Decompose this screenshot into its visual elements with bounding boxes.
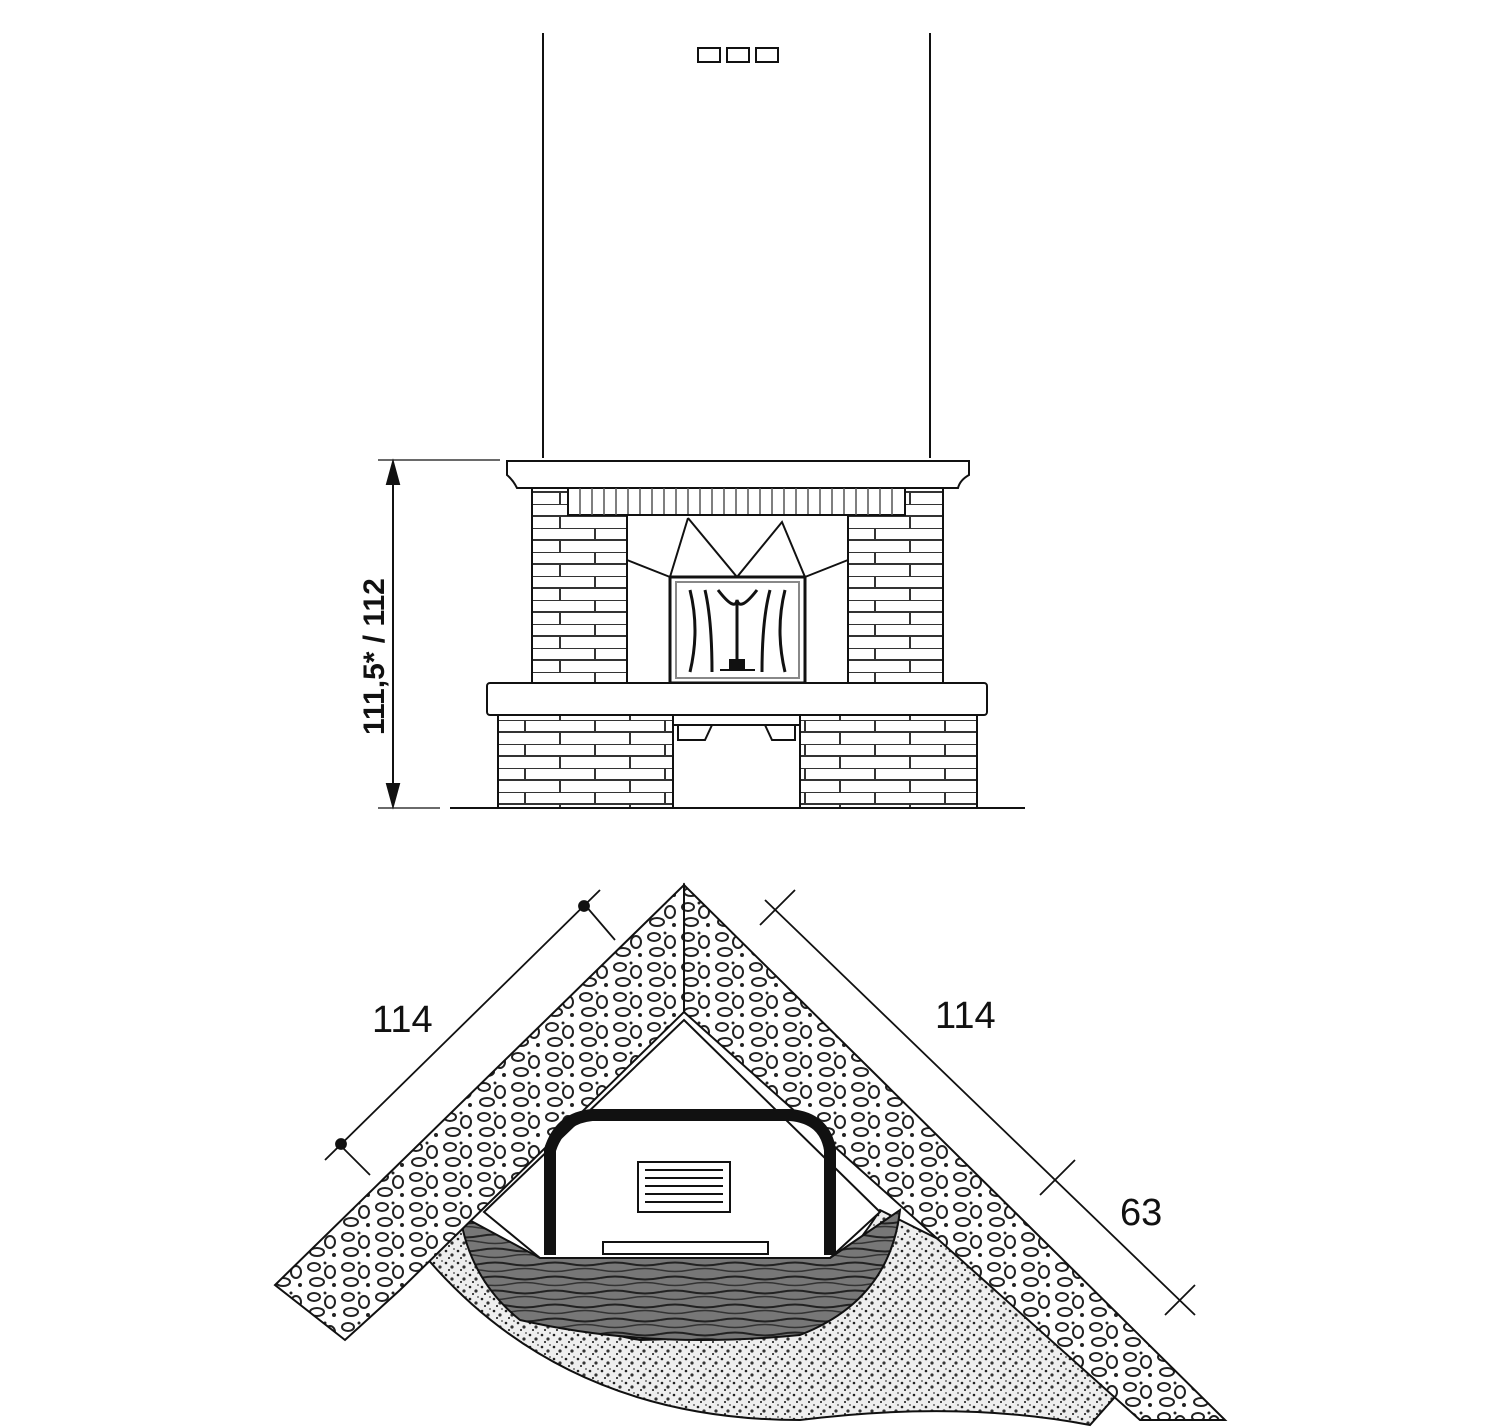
firebox-chamber xyxy=(482,1018,882,1259)
elevation-view xyxy=(378,33,1025,810)
fireplace-insert xyxy=(668,575,807,685)
plan-view xyxy=(273,882,1228,1427)
mantel-shelf xyxy=(506,460,970,489)
vent-grille-icon xyxy=(697,47,779,63)
depth-dimension-label: 63 xyxy=(1120,1192,1162,1234)
insert-plan xyxy=(544,1109,836,1255)
surround-lines xyxy=(626,517,849,579)
right-pillar xyxy=(847,487,944,684)
height-dimension-label: 111,5* / 112 xyxy=(358,578,391,735)
right-stone-wall xyxy=(683,882,1228,1421)
left-dimension-line xyxy=(324,889,616,1176)
hearth-slab xyxy=(486,682,988,716)
base-left xyxy=(497,714,674,809)
base-right xyxy=(799,714,978,809)
wood-storage-opening xyxy=(673,724,800,741)
right-dimension-line xyxy=(759,889,1196,1316)
height-dimension xyxy=(378,458,500,810)
left-pillar xyxy=(531,487,628,684)
left-side-dimension-label: 114 xyxy=(372,999,433,1041)
right-side-dimension-label: 114 xyxy=(935,995,996,1037)
hearth-wood-floor xyxy=(458,1207,902,1341)
lintel-bricks xyxy=(567,487,906,516)
